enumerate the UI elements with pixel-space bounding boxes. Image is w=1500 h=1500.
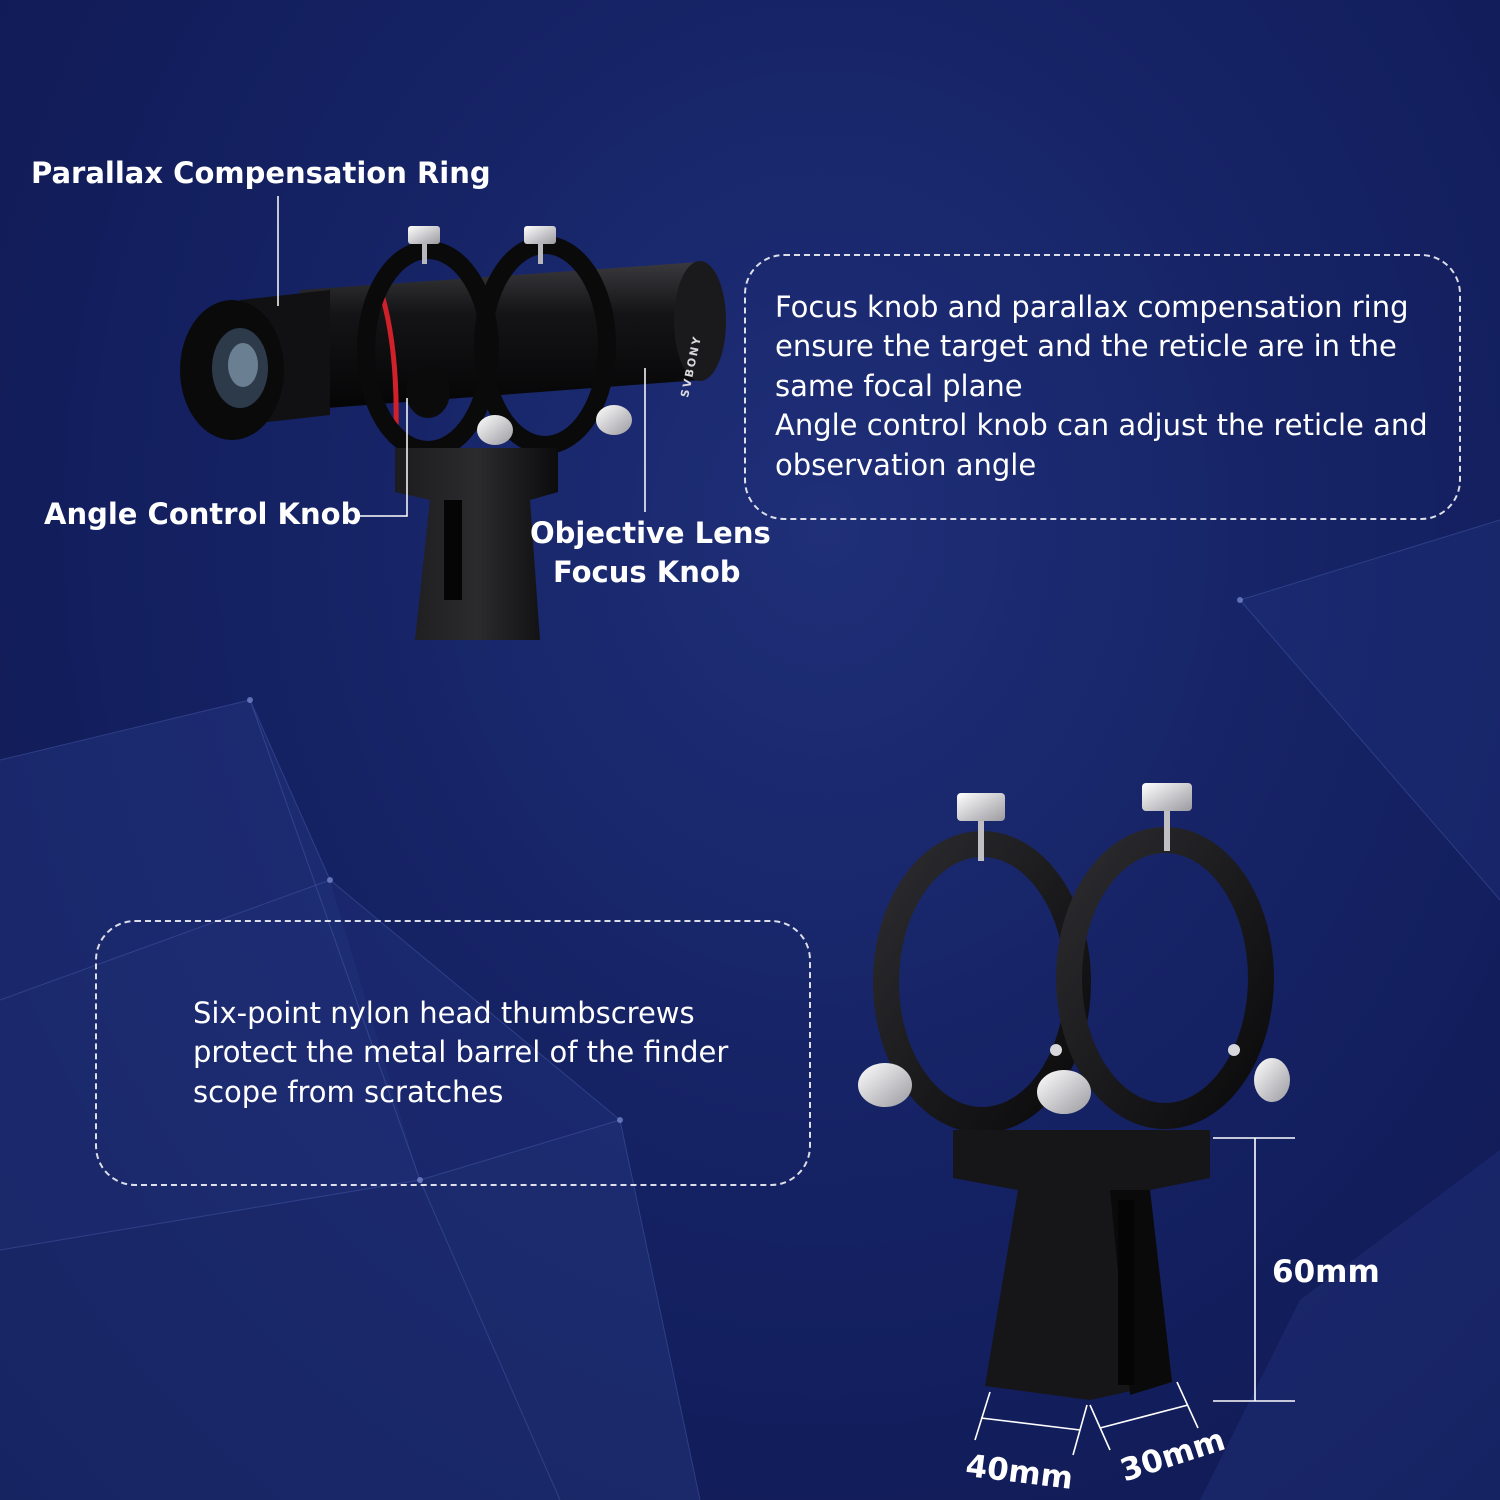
callout-bottom-line3: scope from scratches [193,1075,504,1109]
feature-callout-bottom: Six-point nylon head thumbscrews protect… [95,920,811,1186]
bracket-base [953,1130,1210,1400]
objective-label-line1: Objective Lens [530,516,771,550]
height-dimension-label: 60mm [1272,1254,1380,1290]
objective-label-line2: Focus Knob [553,555,741,589]
callout-bottom-line1: Six-point nylon head thumbscrews [193,996,695,1030]
scope-dovetail [395,448,558,640]
callout-top-line5: observation angle [775,448,1037,482]
callout-bottom-line2: protect the metal barrel of the finder [193,1035,729,1069]
scope-body [180,261,726,440]
angle-knob-label: Angle Control Knob [44,497,362,531]
dimension-lines [974,1137,1295,1456]
bracket-thumbscrews [858,783,1290,1114]
callout-top-line3: same focal plane [775,369,1023,403]
callout-top-line1: Focus knob and parallax compensation rin… [775,290,1409,324]
parallax-ring-label: Parallax Compensation Ring [31,156,491,190]
leader-angle [358,398,408,517]
angle-knob [406,366,450,418]
callout-top-line4: Angle control knob can adjust the reticl… [775,408,1428,442]
scope-thumbscrews [408,226,632,445]
feature-callout-top: Focus knob and parallax compensation rin… [744,254,1461,520]
callout-top-line2: ensure the target and the reticle are in… [775,329,1397,363]
